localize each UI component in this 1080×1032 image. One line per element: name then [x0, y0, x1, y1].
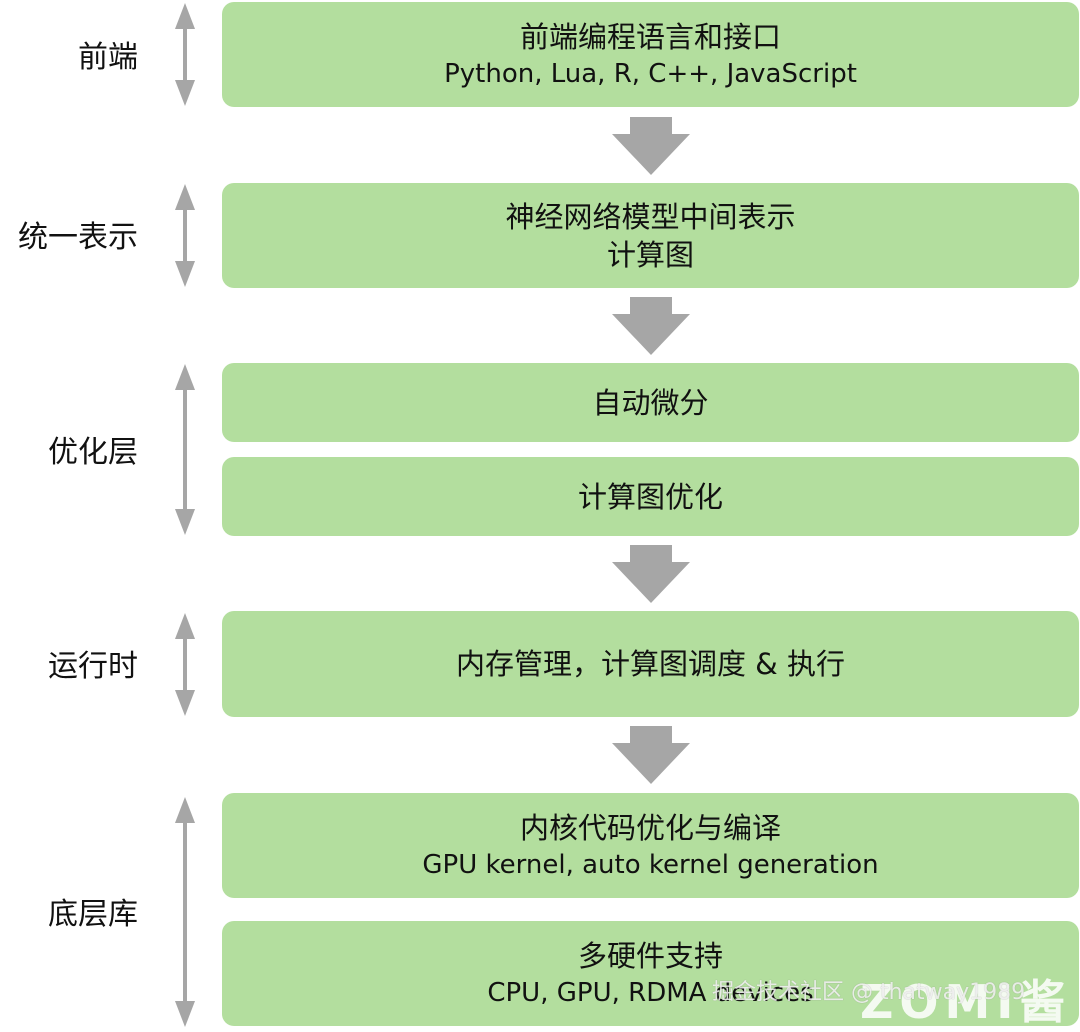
down-arrow-icon	[612, 726, 690, 784]
box-title: 多硬件支持	[577, 938, 723, 973]
watermark-site: 掘金技术社区 @ thatway1989	[712, 980, 1026, 1005]
double-arrow-icon	[175, 613, 195, 716]
double-arrow-icon	[175, 364, 195, 535]
down-arrow-icon	[612, 117, 690, 175]
layer-label-unified-representation: 统一表示	[18, 220, 138, 255]
layer-label-optimization: 优化层	[48, 435, 138, 470]
box-frontend-languages: 前端编程语言和接口 Python, Lua, R, C++, JavaScrip…	[222, 2, 1079, 107]
double-arrow-icon	[175, 184, 195, 287]
watermark-logo: ZOMI酱	[860, 975, 1072, 1029]
box-title: 自动微分	[592, 385, 709, 420]
box-subtitle: GPU kernel, auto kernel generation	[422, 849, 879, 880]
box-subtitle: CPU, GPU, RDMA devices	[487, 977, 814, 1008]
layer-label-runtime: 运行时	[48, 649, 138, 684]
box-subtitle: Python, Lua, R, C++, JavaScript	[444, 58, 857, 89]
box-title: 计算图优化	[577, 479, 723, 514]
box-autodiff: 自动微分	[222, 363, 1079, 442]
box-graph-optimization: 计算图优化	[222, 457, 1079, 536]
box-multi-hardware: 多硬件支持 CPU, GPU, RDMA devices	[222, 921, 1079, 1026]
box-title: 神经网络模型中间表示	[505, 199, 796, 234]
box-title: 内存管理，计算图调度 & 执行	[455, 647, 846, 681]
box-title: 内核代码优化与编译	[519, 810, 781, 845]
box-nn-model-ir: 神经网络模型中间表示 计算图	[222, 183, 1079, 288]
double-arrow-icon	[175, 3, 195, 106]
box-runtime-execution: 内存管理，计算图调度 & 执行	[222, 611, 1079, 717]
box-kernel-optimization: 内核代码优化与编译 GPU kernel, auto kernel genera…	[222, 793, 1079, 898]
box-title: 前端编程语言和接口	[519, 19, 781, 54]
double-arrow-icon	[175, 797, 195, 1027]
box-subtitle: 计算图	[606, 237, 694, 272]
layer-label-low-level-library: 底层库	[48, 897, 138, 932]
down-arrow-icon	[612, 545, 690, 603]
layer-label-frontend: 前端	[78, 40, 138, 75]
down-arrow-icon	[612, 297, 690, 355]
